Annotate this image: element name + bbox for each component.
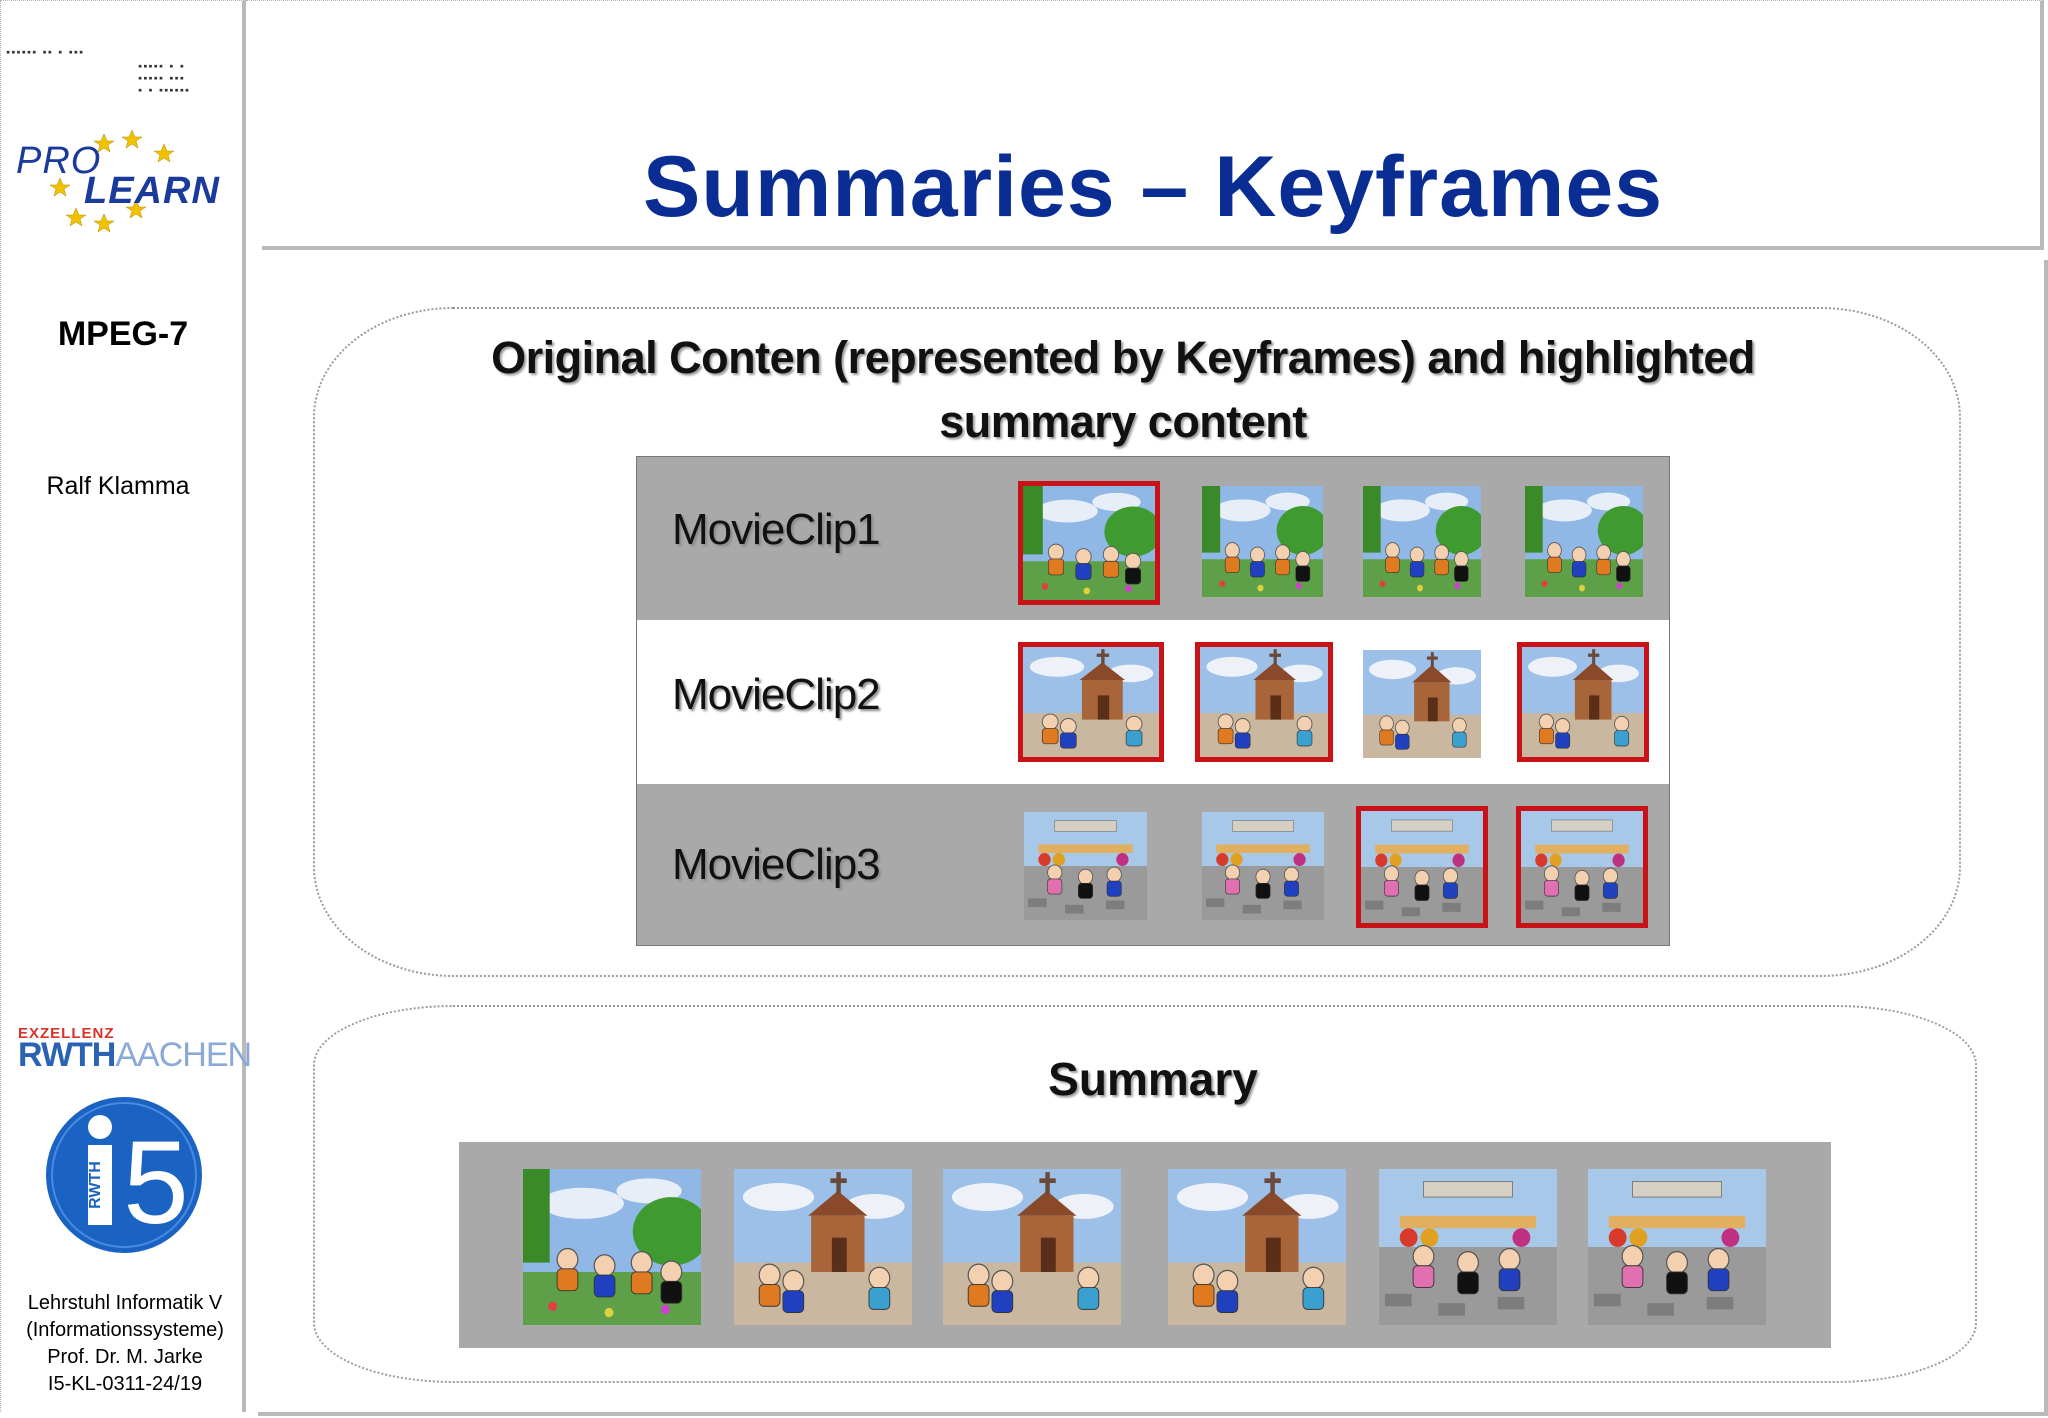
keyframe-highlighted[interactable] [1195,642,1333,762]
chair-info: Lehrstuhl Informatik V (Informationssyst… [0,1290,250,1398]
church-scene-icon [943,1169,1121,1325]
church-scene-icon [1200,647,1328,757]
slide-title: Summaries – Keyframes [642,139,1664,235]
i5-badge-number: 5 [123,1117,189,1249]
clip-label: MovieClip2 [672,670,881,719]
original-content-panel [313,307,1961,977]
keyframe-highlighted[interactable] [1018,481,1160,605]
header-divider [262,246,2044,250]
heading-line: summary content [939,396,1307,447]
tiny-header-text: ▪▪▪▪▪ ▪ ▪ [138,62,185,70]
church-scene-icon [1023,647,1159,757]
summary-panel [313,1005,1977,1383]
tiny-header-text: ▪ ▪ ▪▪▪▪▪▪ [138,86,191,94]
chair-line: Prof. Dr. M. Jarke [47,1346,203,1368]
course-label: MPEG-7 [57,315,189,353]
forest-scene-icon [1023,486,1155,600]
rwth-name-text: RWTHAACHEN [18,1036,252,1075]
keyframe[interactable] [1363,486,1481,597]
market-scene-icon [1588,1169,1766,1325]
summary-keyframe[interactable] [1588,1169,1766,1325]
keyframe[interactable] [1525,486,1643,597]
keyframe[interactable] [1363,650,1481,758]
market-scene-icon [1024,812,1147,920]
author-name: Ralf Klamma [46,472,190,500]
clip-row: MovieClip3 [637,784,1669,945]
clip-label: MovieClip1 [672,505,881,554]
summary-strip [459,1142,1831,1348]
forest-scene-icon [523,1169,701,1325]
market-scene-icon [1379,1169,1557,1325]
keyframe-highlighted[interactable] [1516,806,1648,928]
clip-row: MovieClip1 [637,457,1669,620]
rwth-text: RWTH [18,1036,116,1074]
clip-row: MovieClip2 [637,620,1669,784]
summary-keyframe[interactable] [1168,1169,1346,1325]
prolearn-learn-text: LEARN [84,170,220,212]
keyframe-highlighted[interactable] [1356,806,1488,928]
keyframe[interactable] [1024,812,1147,920]
rwth-logo: EXZELLENZ RWTHAACHEN [18,1025,252,1075]
summary-keyframe[interactable] [734,1169,912,1325]
original-content-heading: Original Conten (represented by Keyframe… [313,326,1933,454]
church-scene-icon [1168,1169,1346,1325]
market-scene-icon [1361,811,1483,923]
tiny-header-text: ▪▪▪▪▪ ▪▪▪ [138,74,185,82]
header-frame [246,0,2044,250]
keyframe-highlighted[interactable] [1018,642,1164,762]
summary-keyframe[interactable] [943,1169,1121,1325]
chair-line: I5-KL-0311-24/19 [47,1373,203,1395]
keyframe-highlighted[interactable] [1517,642,1649,762]
clip-table: MovieClip1 MovieClip2 MovieClip3 [636,456,1670,946]
summary-heading: Summary [1048,1053,1258,1105]
tiny-header-text: ▪▪▪▪▪▪ ▪▪ ▪ ▪▪▪ [6,48,85,56]
market-scene-icon [1202,812,1324,920]
content-border-bottom [258,1412,2048,1416]
summary-keyframe[interactable] [523,1169,701,1325]
prolearn-pro-text: PRO [16,140,102,182]
heading-line: Original Conten (represented by Keyframe… [491,332,1755,383]
forest-scene-icon [1525,486,1643,597]
i5-logo-icon: RWTH 5 [44,1095,204,1255]
chair-line: Lehrstuhl Informatik V [27,1292,223,1314]
rwth-city-text: AACHEN [115,1036,252,1074]
summary-keyframe[interactable] [1379,1169,1557,1325]
church-scene-icon [1363,650,1481,758]
market-scene-icon [1521,811,1643,923]
i5-badge-text: RWTH [87,1161,104,1209]
church-scene-icon [1522,647,1644,757]
prolearn-logo: PRO LEARN [14,129,234,240]
rwth-excellence-text: EXZELLENZ [18,1025,115,1042]
keyframe[interactable] [1202,486,1323,597]
content-border-right [2044,260,2048,1415]
forest-scene-icon [1202,486,1323,597]
stars-icon [49,129,175,233]
clip-label: MovieClip3 [672,840,881,889]
keyframe[interactable] [1202,812,1324,920]
chair-line: (Informationssysteme) [26,1319,224,1341]
church-scene-icon [734,1169,912,1325]
forest-scene-icon [1363,486,1481,597]
